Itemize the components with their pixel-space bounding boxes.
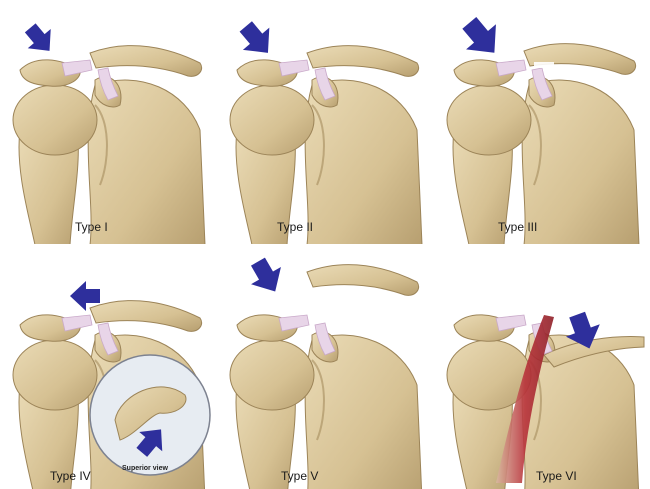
arrow-icon — [454, 10, 509, 65]
type-label: Type I — [75, 220, 108, 234]
shoulder-illustration — [434, 245, 650, 489]
panel-type-5: Type V — [217, 245, 433, 489]
inset-label: Superior view — [122, 465, 168, 472]
type-label: Type II — [277, 220, 313, 234]
arrow-icon — [233, 15, 282, 64]
shoulder-illustration — [217, 245, 433, 489]
type-label: Type VI — [536, 469, 577, 483]
shoulder-illustration — [217, 0, 433, 244]
shoulder-illustration — [434, 0, 650, 244]
type-label: Type V — [281, 469, 318, 483]
panel-type-6: Type VI — [434, 245, 650, 489]
panel-type-2: Type II — [217, 0, 433, 244]
shoulder-illustration — [0, 245, 216, 489]
panel-type-3: Type III — [434, 0, 650, 244]
shoulder-illustration — [0, 0, 216, 244]
panel-type-4: Type IV Superior view — [0, 245, 216, 489]
type-label: Type IV — [50, 469, 91, 483]
panel-type-1: Type I — [0, 0, 216, 244]
arrow-icon — [243, 253, 290, 300]
type-label: Type III — [498, 220, 537, 234]
arrow-icon — [19, 18, 61, 60]
